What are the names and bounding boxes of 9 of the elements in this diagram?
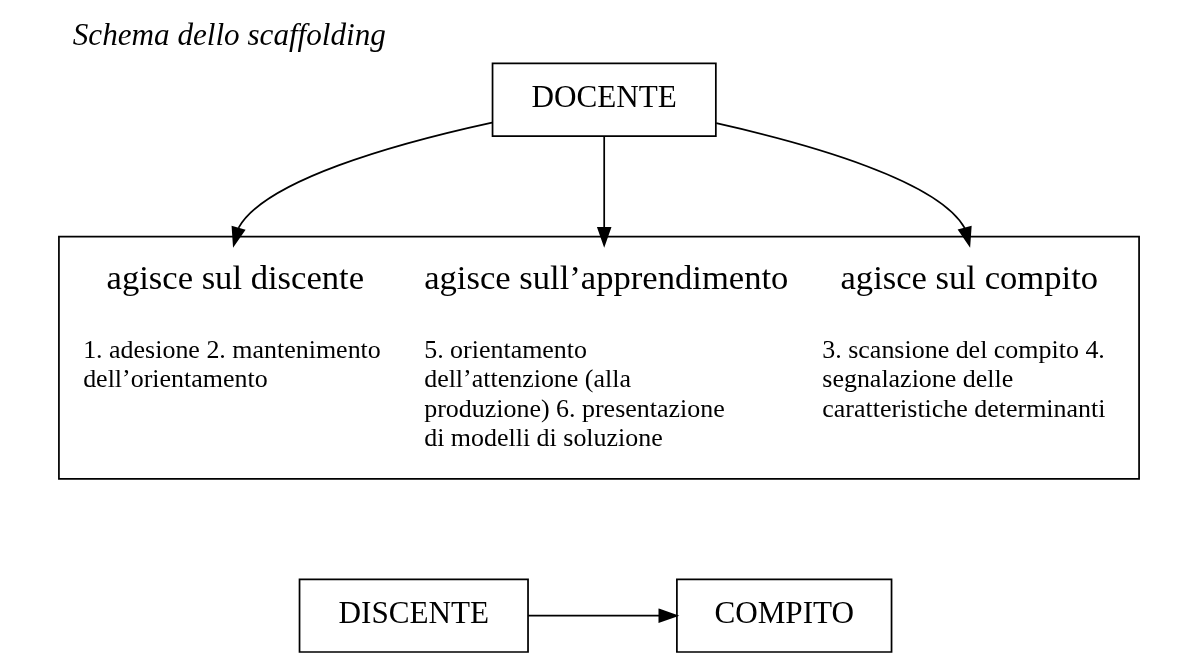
arrow	[714, 122, 972, 248]
diagram-title: Schema dello scaffolding	[72, 17, 386, 53]
node-box: agisce sul discente agisce sull’apprendimento agisce sul compito 1. adesione 2. mantenimento dell’orientamento 5. orientamento dell’attenzione (alla produzione) 6. presentazione di modelli di soluzione 3. scansione del compito 4. segnalazione delle caratteristiche determinanti	[57, 235, 1140, 480]
node-box: COMPITO	[675, 578, 892, 653]
node-box: DISCENTE	[298, 578, 529, 653]
arrow	[231, 121, 493, 248]
node-box: DOCENTE	[491, 62, 717, 138]
arrow	[596, 135, 611, 248]
arrow	[526, 608, 679, 623]
